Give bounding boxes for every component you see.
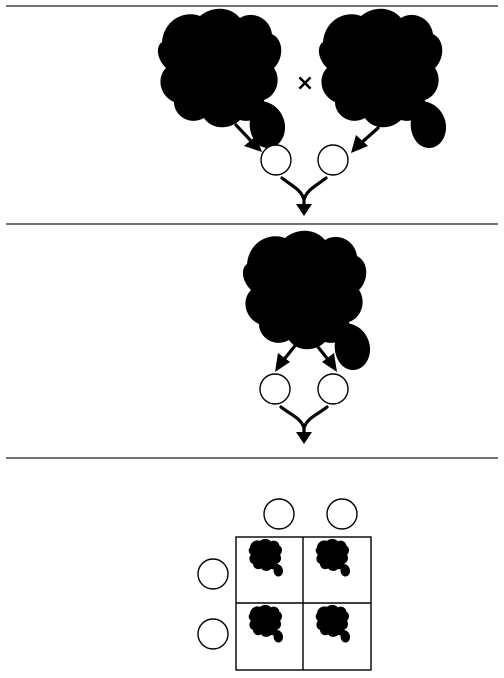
punnett-cell-pink-flower-bottom: [248, 604, 286, 648]
punnett-gamete-top-right: [326, 498, 358, 530]
gamete-circle-parent-red: [260, 144, 292, 176]
punnett-cell-pink-flower-top: [315, 538, 353, 582]
arrow-f1-to-gamete-left: [275, 340, 300, 372]
red-flower: [157, 8, 294, 168]
arrow-white-to-gamete: [351, 126, 380, 153]
punnett-gamete-left-bottom: [197, 618, 229, 650]
pink-flower: [242, 230, 379, 390]
fertilization-arrow-2: [279, 405, 329, 444]
punnett-gamete-top-left: [263, 498, 295, 530]
arrow-f1-to-gamete-right: [312, 340, 337, 372]
gamete-circle-parent-white: [317, 144, 349, 176]
punnett-gamete-left-top: [197, 558, 229, 590]
gamete-circle-f1-right: [317, 373, 349, 405]
punnett-cell-white-flower: [315, 604, 353, 648]
cross-symbol: ×: [296, 71, 314, 96]
arrow-red-to-gamete: [234, 123, 262, 152]
gamete-circle-f1-left: [259, 373, 291, 405]
fertilization-arrow-1: [280, 176, 328, 216]
punnett-square: [235, 536, 372, 671]
punnett-cell-red-flower: [248, 538, 286, 582]
white-flower: [318, 8, 455, 168]
